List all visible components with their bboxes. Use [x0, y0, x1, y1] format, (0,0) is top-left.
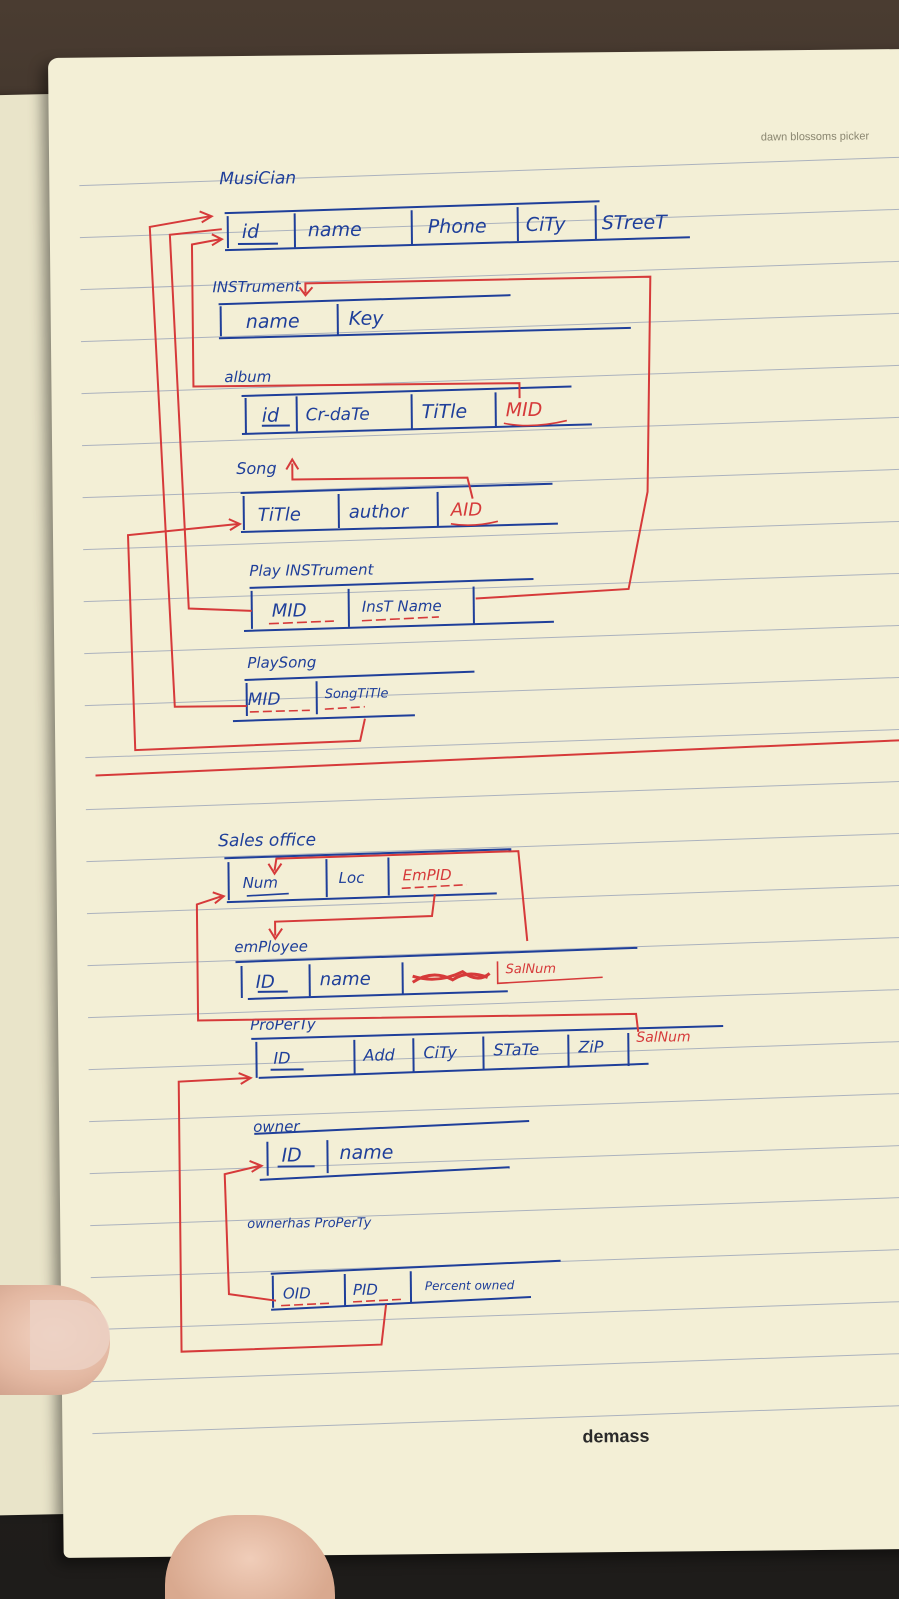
table-title-play-song: PlaySong	[247, 653, 316, 672]
table-title-sales-office: Sales office	[218, 830, 316, 851]
table-employee: emPloyee ID name SalNum	[234, 937, 638, 1000]
musician-field-city: CiTy	[526, 214, 567, 236]
property-field-salnum: SalNum	[636, 1029, 691, 1046]
section-divider	[95, 737, 899, 777]
musician-field-name: name	[308, 219, 362, 242]
song-field-author: author	[349, 501, 410, 523]
sales-office-field-loc: Loc	[339, 869, 366, 887]
table-title-play-instrument: Play INSTrument	[249, 561, 374, 580]
table-title-musician: MusiCian	[219, 168, 296, 189]
album-field-id: id	[262, 405, 281, 427]
album-field-cr-date: Cr-daTe	[306, 405, 370, 426]
property-field-state: STaTe	[493, 1040, 539, 1059]
employee-field-name: name	[320, 969, 371, 991]
owner-field-name: name	[339, 1141, 393, 1164]
sales-office-field-empid: EmPID	[402, 866, 451, 885]
ohp-field-percent-owned: Percent owned	[425, 1278, 515, 1293]
play-song-field-song-title: SongTiTle	[325, 686, 389, 702]
musician-field-id: id	[242, 221, 261, 243]
notebook-page: dawn blossoms picker MusiCian id name	[48, 48, 899, 1558]
table-play-instrument: Play INSTrument MID InsT Name	[243, 561, 554, 632]
table-title-owner: owner	[253, 1117, 300, 1135]
album-field-mid: MID	[506, 399, 543, 421]
table-owner-has-property: ownerhas ProPerTy OID PID Percent owned	[247, 1216, 561, 1311]
song-field-title: TiTle	[258, 504, 301, 525]
table-title-song: Song	[236, 459, 276, 478]
brand-text: dawn blossoms picker	[761, 130, 870, 143]
table-title-employee: emPloyee	[234, 937, 308, 956]
relationship-arrows-property	[177, 850, 640, 1353]
diagram-canvas: dawn blossoms picker MusiCian id name	[79, 130, 899, 1447]
musician-field-phone: Phone	[428, 215, 487, 238]
play-song-field-mid: MID	[248, 690, 281, 710]
property-field-id: ID	[273, 1049, 290, 1068]
instrument-field-key: Key	[349, 307, 385, 329]
sales-office-field-num: Num	[243, 874, 279, 892]
table-title-owner-has-property: ownerhas ProPerTy	[247, 1216, 372, 1232]
property-field-add: Add	[362, 1045, 395, 1064]
relationship-arrows-music	[126, 210, 652, 752]
thumbnail-left	[30, 1300, 110, 1370]
owner-field-id: ID	[281, 1144, 301, 1166]
footer-logo: demass	[582, 1426, 649, 1447]
table-owner: owner ID name	[253, 1117, 530, 1181]
table-instrument: INSTrument name Key	[212, 277, 631, 340]
musician-field-street: STreeT	[602, 212, 669, 235]
table-musician: MusiCian id name Phone CiTy STreeT	[219, 168, 690, 252]
table-title-album: album	[224, 368, 271, 386]
table-sales-office: Sales office Num Loc EmPID	[218, 830, 512, 904]
table-song: Song TiTle author AID	[236, 459, 558, 534]
ruled-lines	[79, 156, 899, 1435]
album-field-title: TiTle	[422, 401, 468, 423]
play-instrument-field-inst-name: InsT Name	[362, 597, 442, 616]
employee-field-salnum: SalNum	[505, 962, 556, 978]
table-title-instrument: INSTrument	[212, 277, 301, 296]
instrument-field-name: name	[246, 310, 300, 333]
table-property: ProPerTy ID Add CiTy STaTe	[250, 1015, 724, 1079]
ohp-field-pid: PID	[353, 1281, 378, 1299]
ohp-field-oid: OID	[283, 1284, 311, 1302]
table-album: album id Cr-daTe TiTle MID	[224, 368, 592, 435]
property-field-zip: ZiP	[577, 1037, 604, 1056]
employee-field-id: ID	[256, 972, 275, 993]
property-field-city: CiTy	[423, 1043, 457, 1062]
table-play-song: PlaySong MID SongTiTle	[232, 653, 475, 723]
song-field-aid: AID	[450, 499, 483, 520]
play-instrument-field-mid: MID	[272, 600, 307, 621]
crossed-out-field	[411, 969, 491, 984]
